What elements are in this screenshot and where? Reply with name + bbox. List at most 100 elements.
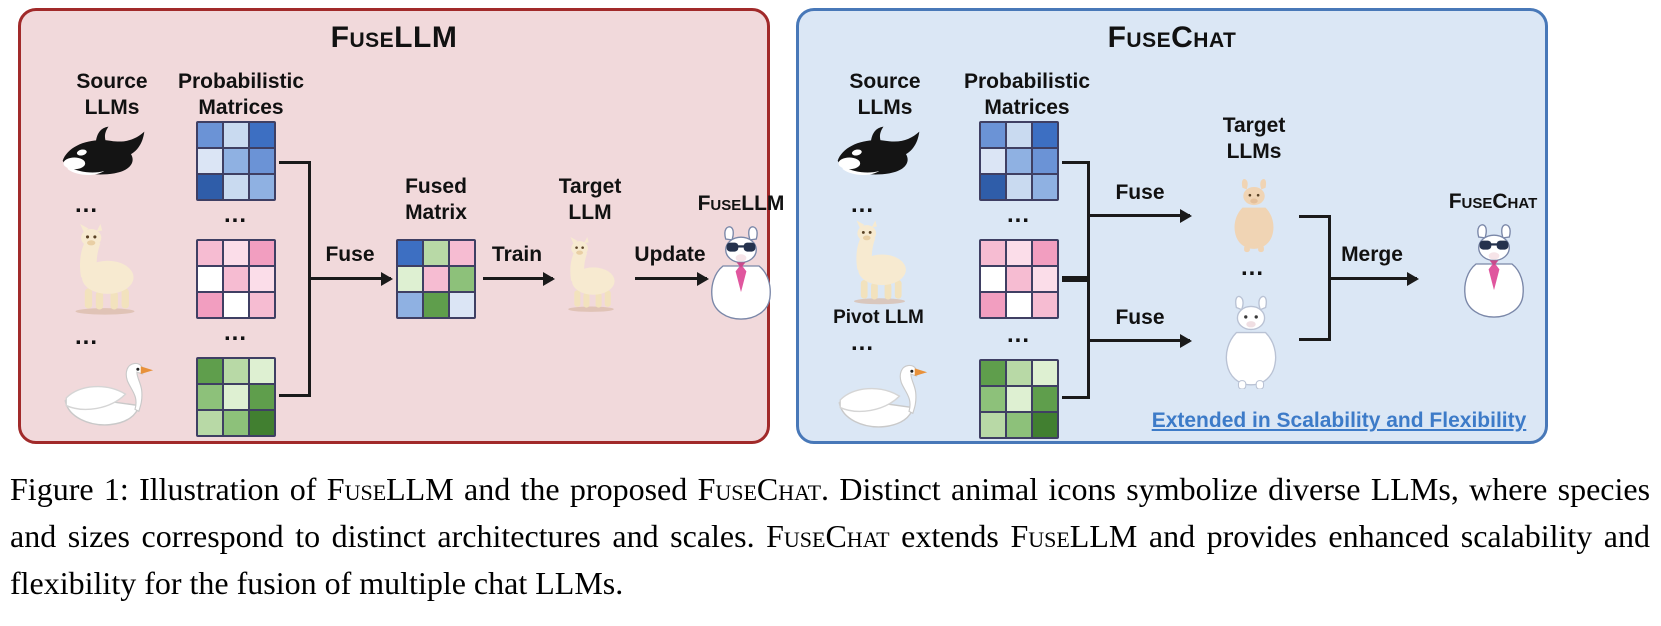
llama-white-icon <box>1209 295 1293 389</box>
llama-sunglasses-icon <box>696 221 786 329</box>
matrix-cell <box>449 292 475 318</box>
matrix-cell <box>397 240 423 266</box>
matrix-cell <box>423 266 449 292</box>
ellipsis: ... <box>75 191 99 218</box>
matrix-cell <box>249 122 275 148</box>
matrix-cell <box>980 266 1006 292</box>
matrix-cell <box>980 240 1006 266</box>
matrix-cell <box>1006 386 1032 412</box>
matrix-cell <box>249 148 275 174</box>
matrix-cell <box>197 240 223 266</box>
matrix-cell <box>1032 412 1058 438</box>
matrix-cell <box>223 122 249 148</box>
matrix-cell <box>249 174 275 200</box>
llama-tan-icon <box>1221 175 1287 255</box>
matrix-cell <box>980 122 1006 148</box>
scalability-footnote: Extended in Scalability and Flexibility <box>1151 409 1527 432</box>
fusellm-panel-title: FuseLLM <box>330 21 458 54</box>
update-label: Update <box>634 243 706 266</box>
matrix-cell <box>980 412 1006 438</box>
probabilistic-matrices-header: Probabilistic Matrices <box>177 70 305 120</box>
train-arrow <box>483 271 555 286</box>
matrix-cell <box>449 266 475 292</box>
matrix-cell <box>980 174 1006 200</box>
matrix-cell <box>249 292 275 318</box>
matrix-cell <box>223 358 249 384</box>
matrix-cell <box>1006 148 1032 174</box>
llama-sunglasses-icon <box>1449 219 1539 327</box>
matrix-cell <box>1006 412 1032 438</box>
swan-icon <box>825 359 930 437</box>
matrix-cell <box>197 174 223 200</box>
llama-icon <box>837 219 922 307</box>
merge-arrow <box>1331 271 1419 286</box>
matrix-cell <box>223 384 249 410</box>
matrix-cell <box>223 174 249 200</box>
caption-text: and provides enhanced scalability and fl… <box>10 518 1651 602</box>
swan-icon <box>51 356 156 436</box>
matrix-cell <box>223 148 249 174</box>
matrix-cell <box>249 384 275 410</box>
matrix-cell <box>1006 174 1032 200</box>
matrix-cell <box>1006 360 1032 386</box>
pivot-llm-label: Pivot LLM <box>833 307 924 328</box>
ellipsis: ... <box>1007 201 1031 228</box>
train-label: Train <box>491 243 543 266</box>
probabilistic-matrix-pink <box>196 239 276 319</box>
fused-matrix <box>396 239 476 319</box>
fuse-arrow-top <box>1090 208 1192 223</box>
matrix-cell <box>423 292 449 318</box>
caption-fusechat: FuseChat <box>697 471 822 507</box>
caption-text: and the proposed <box>453 471 698 507</box>
ellipsis: ... <box>1007 321 1031 348</box>
targets-bracket <box>1299 215 1331 341</box>
matrix-cell <box>1032 174 1058 200</box>
matrix-cell <box>249 266 275 292</box>
matrix-cell <box>197 292 223 318</box>
matrix-cell <box>249 240 275 266</box>
matrix-cell <box>197 384 223 410</box>
target-llm-header: Target LLM <box>558 175 622 225</box>
matrix-cell <box>980 386 1006 412</box>
probabilistic-matrix-blue <box>196 121 276 201</box>
matrix-cell <box>423 240 449 266</box>
fuse-arrow-bottom <box>1090 333 1192 348</box>
orca-icon <box>831 123 931 187</box>
matrix-cell <box>223 292 249 318</box>
matrix-cell <box>1032 386 1058 412</box>
fusellm-panel: FuseLLM Source LLMs Probabilistic Matric… <box>18 8 784 444</box>
matrix-cell <box>197 410 223 436</box>
probabilistic-matrix-blue <box>979 121 1059 201</box>
fusellm-result-label: FuseLLM <box>697 192 785 215</box>
matrix-cell <box>1006 292 1032 318</box>
llama-icon <box>59 221 151 319</box>
matrix-cell <box>1032 360 1058 386</box>
fuse-bracket-bottom <box>1062 279 1090 399</box>
fusechat-result-label: FuseChat <box>1448 190 1538 213</box>
orca-icon <box>56 123 156 187</box>
matrix-cell <box>197 122 223 148</box>
matrix-cell <box>980 360 1006 386</box>
update-arrow <box>635 271 709 286</box>
caption-fusellm: FuseLLM <box>1010 518 1138 555</box>
matrix-cell <box>1032 240 1058 266</box>
matrix-cell <box>1032 292 1058 318</box>
figure-caption: Figure 1: Illustration of FuseLLM and th… <box>10 466 1650 607</box>
matrix-cell <box>197 266 223 292</box>
probabilistic-matrix-green <box>196 357 276 437</box>
probabilistic-matrix-green <box>979 359 1059 439</box>
matrix-cell <box>223 266 249 292</box>
fusechat-panel: FuseChat Source LLMs Probabilistic Matri… <box>796 8 1548 444</box>
matrix-cell <box>1006 266 1032 292</box>
matrix-cell <box>1032 266 1058 292</box>
matrix-cell <box>1006 240 1032 266</box>
ellipsis: ... <box>1241 254 1265 281</box>
probabilistic-matrix-pink <box>979 239 1059 319</box>
matrix-cell <box>1006 122 1032 148</box>
matrix-cell <box>449 240 475 266</box>
fuse-arrow <box>311 271 393 286</box>
matrix-cell <box>223 410 249 436</box>
merge-label: Merge <box>1341 243 1403 266</box>
matrix-cell <box>397 266 423 292</box>
